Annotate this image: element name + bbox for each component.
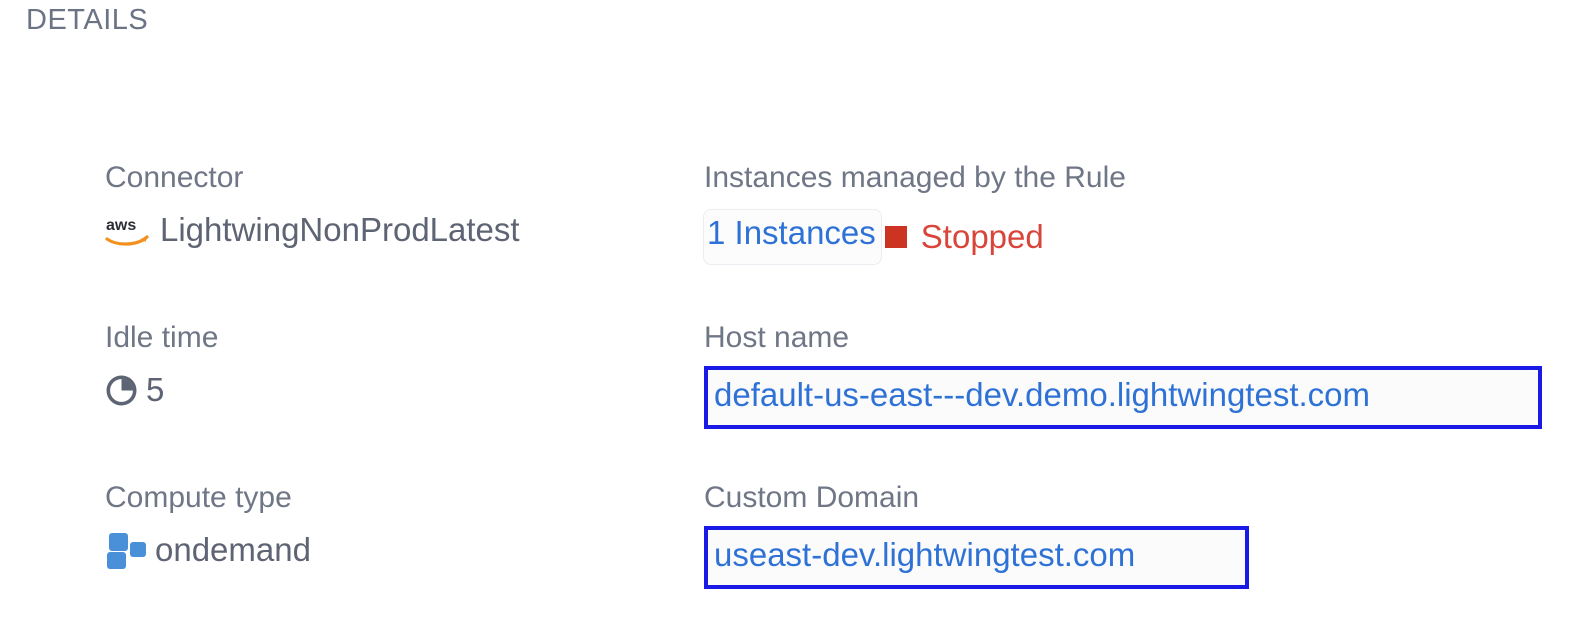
instances-link-panel: 1 Instances bbox=[704, 210, 881, 264]
aws-logo-icon: aws bbox=[105, 213, 151, 247]
custom-domain-link[interactable]: useast-dev.lightwingtest.com bbox=[714, 536, 1136, 573]
custom-domain-field: Custom Domain useast-dev.lightwingtest.c… bbox=[704, 480, 1249, 589]
host-name-highlight-box: default-us-east---dev.demo.lightwingtest… bbox=[704, 366, 1542, 429]
instances-link[interactable]: 1 Instances bbox=[707, 214, 876, 251]
custom-domain-highlight-box: useast-dev.lightwingtest.com bbox=[704, 526, 1249, 589]
connector-value: LightwingNonProdLatest bbox=[160, 211, 520, 248]
compute-type-field: Compute type ondemand bbox=[105, 480, 311, 570]
host-name-link[interactable]: default-us-east---dev.demo.lightwingtest… bbox=[714, 376, 1371, 413]
instances-label: Instances managed by the Rule bbox=[704, 161, 1126, 194]
stopped-square-icon bbox=[884, 226, 907, 248]
instances-value-row: 1 Instances Stopped bbox=[704, 210, 1126, 264]
svg-text:aws: aws bbox=[106, 217, 136, 234]
connector-value-row: aws LightwingNonProdLatest bbox=[105, 210, 520, 250]
idle-time-label: Idle time bbox=[105, 321, 219, 354]
clock-icon bbox=[105, 374, 138, 407]
compute-type-value-row: ondemand bbox=[105, 530, 311, 570]
compute-squares-icon bbox=[105, 531, 147, 569]
idle-time-field: Idle time 5 bbox=[105, 320, 218, 410]
custom-domain-label: Custom Domain bbox=[704, 481, 920, 514]
instances-field: Instances managed by the Rule 1 Instance… bbox=[704, 160, 1126, 264]
connector-label: Connector bbox=[105, 161, 244, 194]
host-name-panel: default-us-east---dev.demo.lightwingtest… bbox=[708, 370, 1538, 425]
compute-type-value: ondemand bbox=[155, 531, 311, 568]
connector-field: Connector aws LightwingNonProdLatest bbox=[105, 160, 520, 250]
custom-domain-panel: useast-dev.lightwingtest.com bbox=[708, 530, 1245, 585]
idle-time-value-row: 5 bbox=[105, 370, 218, 410]
idle-time-value: 5 bbox=[146, 371, 165, 408]
host-name-label: Host name bbox=[704, 321, 850, 354]
host-name-field: Host name default-us-east---dev.demo.lig… bbox=[704, 320, 1542, 429]
page-title: DETAILS bbox=[26, 4, 149, 36]
status-badge: Stopped bbox=[920, 218, 1044, 255]
compute-type-label: Compute type bbox=[105, 481, 292, 514]
